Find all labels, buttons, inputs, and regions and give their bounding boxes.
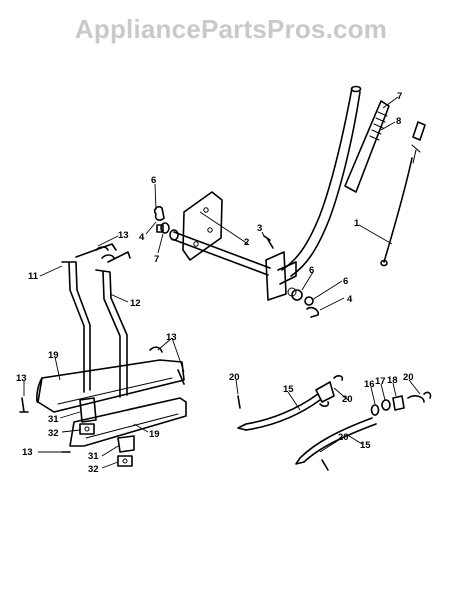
- lower-rod-lower: [295, 417, 377, 471]
- lower-rod-upper: [237, 375, 344, 431]
- callout-19-upper: 19: [48, 350, 59, 361]
- lift-handle-assembly: [281, 85, 362, 277]
- callout-13-right: 13: [166, 332, 177, 343]
- callout-16: 16: [364, 379, 375, 390]
- callout-3: 3: [257, 223, 262, 234]
- right-shaft-hardware: [291, 289, 320, 318]
- watermark-text: AppliancePartsPros.com: [74, 14, 388, 44]
- screw: [263, 235, 274, 249]
- handle-grip-spring: [344, 100, 426, 193]
- callout-5-left: 6: [151, 175, 156, 186]
- pivot-brackets: [79, 397, 135, 467]
- lift-rod: [380, 157, 413, 267]
- callout-19-lower: 19: [149, 429, 160, 440]
- callout-13-bottom: 13: [22, 447, 33, 458]
- link-top-pins: [95, 246, 115, 259]
- callout-20-lower: 20: [338, 432, 349, 443]
- callout-17: 17: [375, 376, 386, 387]
- leader-lines: [23, 96, 421, 469]
- lift-arm-lower: [69, 397, 187, 447]
- arm-hardware-pins: [19, 346, 185, 453]
- callout-13-top: 13: [118, 230, 129, 241]
- callout-7: 7: [397, 91, 402, 102]
- callout-31-lower: 31: [88, 451, 99, 462]
- callout-13-left: 13: [16, 373, 27, 384]
- callout-labels: 7 8 1 2 3 6 4 7 6 6 4 13 11 12 13 19 13 …: [16, 91, 414, 475]
- callout-20-mid: 20: [342, 394, 353, 405]
- callout-6-right: 6: [309, 265, 314, 276]
- mounting-bracket: [182, 191, 223, 261]
- left-shaft-hardware: [153, 205, 170, 234]
- callout-1: 1: [354, 218, 360, 229]
- callout-11: 11: [28, 271, 39, 282]
- callout-20-right: 20: [403, 372, 414, 383]
- callout-8: 8: [396, 116, 401, 127]
- lift-arm-upper: [36, 359, 185, 413]
- callout-6-left: 7: [154, 254, 159, 265]
- callout-20-left: 20: [229, 372, 240, 383]
- callout-4-right: 4: [347, 294, 353, 305]
- callout-15-lower: 15: [360, 440, 371, 451]
- rod-end-hardware: [370, 391, 432, 416]
- callout-5-right: 6: [343, 276, 348, 287]
- callout-32-upper: 32: [48, 428, 59, 439]
- lift-link-left: [61, 243, 117, 393]
- cross-shaft: [169, 229, 297, 301]
- callout-32-lower: 32: [88, 464, 99, 475]
- callout-4-left: 4: [139, 232, 145, 243]
- callout-15-upper: 15: [283, 384, 294, 395]
- callout-18: 18: [387, 375, 398, 386]
- lift-link-right: [95, 251, 131, 398]
- callout-31-upper: 31: [48, 414, 59, 425]
- callout-12: 12: [130, 298, 141, 309]
- callout-2: 2: [244, 237, 249, 248]
